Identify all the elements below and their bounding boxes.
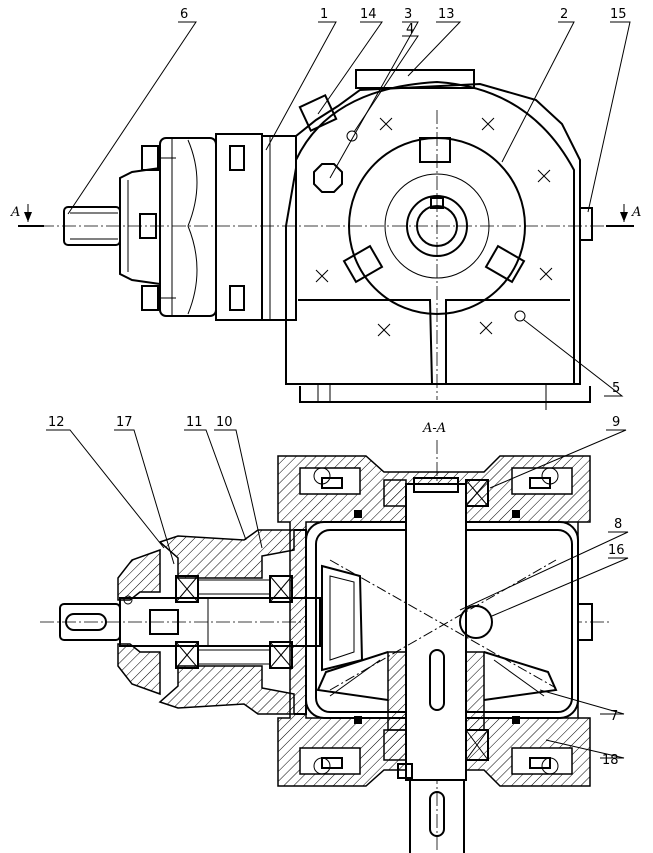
section-letter-left: A <box>10 205 20 220</box>
breather <box>298 93 338 133</box>
flange <box>215 133 297 321</box>
callout-8: 8 <box>614 517 622 532</box>
section-view: A-A <box>40 421 612 853</box>
callout-10: 10 <box>216 415 233 430</box>
section-title: A-A <box>422 421 446 436</box>
callout-12: 12 <box>48 415 65 430</box>
top-view: A A <box>10 69 641 410</box>
bolt-upper-right <box>229 145 245 171</box>
callout-18: 18 <box>602 753 619 768</box>
callout-6: 6 <box>180 7 188 22</box>
boss-top <box>419 137 451 163</box>
leader-lines <box>46 21 631 759</box>
oil-hole <box>514 310 526 322</box>
vent-hole <box>346 130 358 142</box>
callout-11: 11 <box>186 415 203 430</box>
section-mark-right: A <box>606 204 641 227</box>
drain-plug <box>579 207 593 241</box>
bearing-housing <box>141 137 217 317</box>
hex-plug <box>313 163 343 193</box>
callout-17: 17 <box>116 415 133 430</box>
lower-seal <box>397 763 413 779</box>
callout-3: 3 <box>404 7 412 22</box>
gear-housing <box>285 69 593 410</box>
callout-7: 7 <box>610 709 618 724</box>
callout-9: 9 <box>612 415 620 430</box>
callout-16: 16 <box>608 543 625 558</box>
callout-14: 14 <box>360 7 377 22</box>
callout-2: 2 <box>560 7 568 22</box>
callout-5: 5 <box>612 381 620 396</box>
callout-4: 4 <box>406 22 414 37</box>
callout-13: 13 <box>438 7 455 22</box>
callout-1: 1 <box>320 7 328 22</box>
section-letter-right: A <box>631 205 641 220</box>
cross-marks <box>315 117 553 337</box>
callout-labels: 6 1 14 3 4 13 2 15 5 12 17 11 10 9 8 16 … <box>48 7 627 768</box>
boss-left <box>342 244 384 284</box>
bolt-lower-left <box>141 285 159 311</box>
callout-15: 15 <box>610 7 627 22</box>
bolt-upper-left <box>141 145 159 171</box>
boss-right <box>484 244 526 284</box>
output-shaft <box>354 477 520 853</box>
bolt-lower-right <box>229 285 245 311</box>
section-mark-left: A <box>10 204 44 227</box>
